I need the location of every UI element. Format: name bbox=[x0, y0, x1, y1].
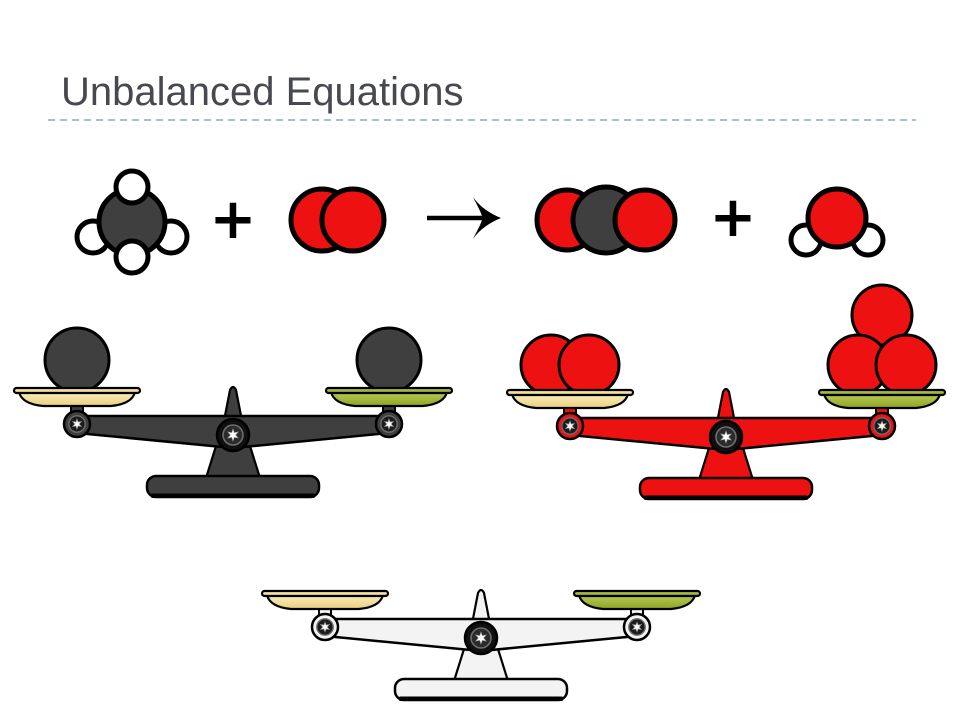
oxygen-molecule bbox=[288, 186, 387, 254]
right-pan-rim bbox=[324, 386, 454, 395]
screw-star-icon bbox=[71, 418, 83, 430]
screw-star-icon bbox=[227, 428, 239, 442]
title-divider-line bbox=[48, 119, 916, 121]
slide-title: Unbalanced Equations bbox=[61, 70, 464, 114]
right-pan-bowl bbox=[329, 390, 449, 408]
methane-molecule bbox=[74, 168, 190, 276]
left-pan-bowl bbox=[17, 390, 137, 408]
arrow-head bbox=[473, 197, 501, 239]
oxygen-atom bbox=[319, 186, 387, 254]
screw-star-icon bbox=[720, 430, 732, 444]
right-pan-rim bbox=[572, 589, 702, 598]
screw-star-icon bbox=[319, 621, 331, 633]
left-pan-bowl bbox=[265, 593, 385, 611]
dark-balance bbox=[12, 326, 454, 499]
left-pan-rim bbox=[505, 388, 635, 397]
weight-ball bbox=[557, 333, 621, 397]
right-pan-rim bbox=[817, 388, 947, 397]
weight-ball bbox=[874, 333, 938, 397]
right-pan-bowl bbox=[822, 392, 942, 410]
base-foot bbox=[399, 696, 563, 701]
hydrogen-atom bbox=[113, 168, 151, 206]
white-balance bbox=[260, 588, 702, 702]
right-pan-bowl bbox=[577, 593, 697, 611]
hydrogen-atom bbox=[113, 238, 151, 276]
weight-ball bbox=[355, 326, 423, 394]
left-pan-rim bbox=[260, 589, 390, 598]
oxygen-atom bbox=[612, 187, 678, 253]
water-molecule bbox=[788, 186, 886, 258]
screw-star-icon bbox=[475, 631, 487, 645]
screw-star-icon bbox=[876, 420, 888, 432]
screw-star-icon bbox=[383, 418, 395, 430]
screw-star-icon bbox=[631, 621, 643, 633]
reaction-arrow-icon bbox=[427, 197, 501, 239]
plus-sign-right: + bbox=[709, 184, 757, 250]
left-pan-bowl bbox=[510, 392, 630, 410]
base-foot bbox=[644, 495, 808, 500]
screw-star-icon bbox=[564, 420, 576, 432]
red-balance bbox=[505, 283, 947, 501]
carbon-dioxide-molecule bbox=[534, 184, 678, 256]
left-pan-rim bbox=[12, 386, 142, 395]
plus-sign-left: + bbox=[209, 186, 257, 252]
weight-ball bbox=[43, 326, 111, 394]
oxygen-atom bbox=[805, 186, 869, 250]
base-foot bbox=[151, 493, 315, 498]
